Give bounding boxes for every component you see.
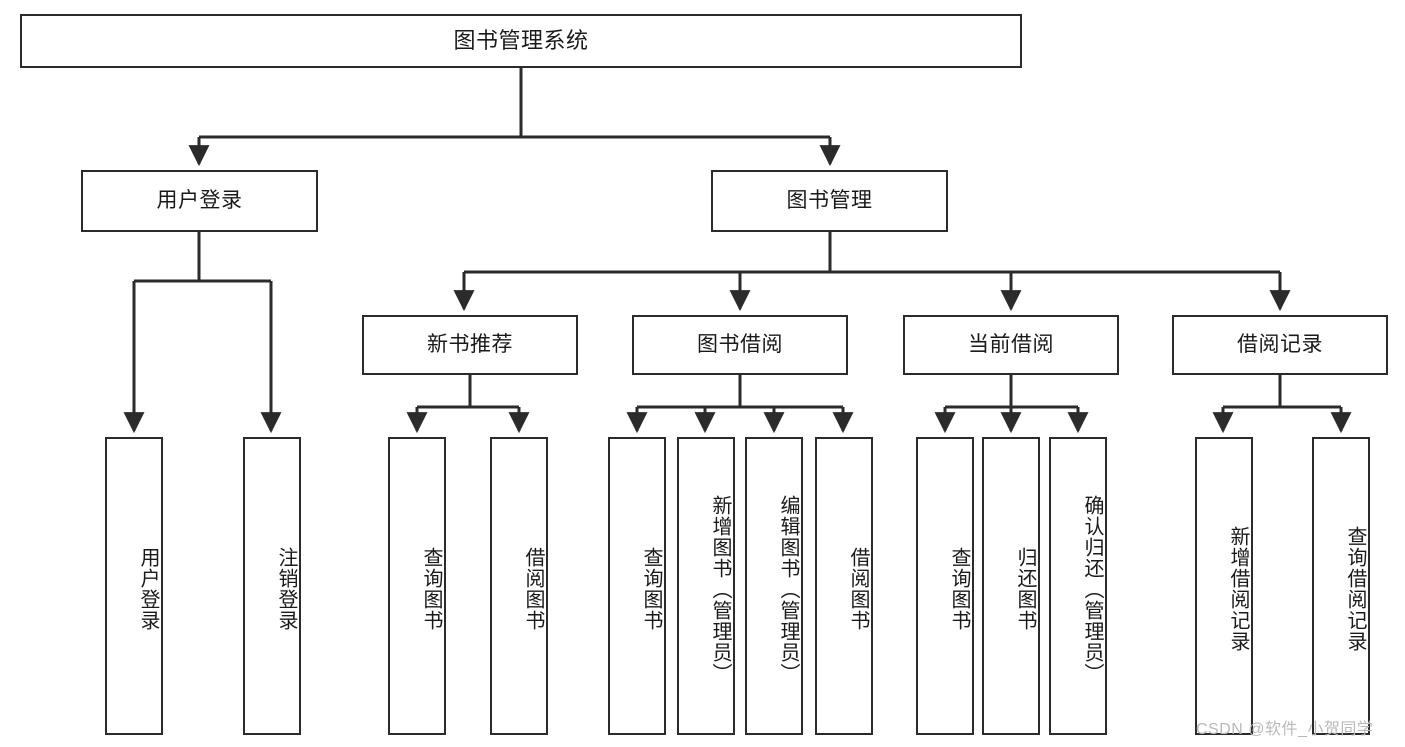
leaf-borrow-book-2[interactable]: 借阅图书 [815, 437, 873, 735]
node-label: 图书借阅 [697, 333, 783, 357]
leaf-borrow-book-1[interactable]: 借阅图书 [490, 437, 548, 735]
node-book-manage[interactable]: 图书管理 [711, 170, 948, 232]
leaf-return-book[interactable]: 归还图书 [982, 437, 1040, 735]
leaf-user-login[interactable]: 用户登录 [105, 437, 163, 735]
node-label: 当前借阅 [968, 333, 1054, 357]
node-label: 用户登录 [137, 547, 159, 631]
node-user-login[interactable]: 用户登录 [81, 170, 318, 232]
leaf-add-record[interactable]: 新增借阅记录 [1195, 437, 1253, 735]
leaf-add-book[interactable]: 新增图书（管理员） [677, 437, 735, 735]
node-label: 确认归还（管理员） [1081, 494, 1103, 684]
node-label: 注销登录 [275, 547, 297, 631]
node-label: 新增借阅记录 [1227, 526, 1249, 652]
node-label: 查询图书 [640, 547, 662, 631]
node-label: 借阅图书 [847, 547, 869, 631]
node-label: 新书推荐 [427, 333, 513, 357]
node-label: 新增图书（管理员） [709, 494, 731, 684]
node-book-borrow[interactable]: 图书借阅 [632, 315, 848, 375]
node-label: 用户登录 [156, 189, 243, 213]
node-label: 查询图书 [420, 547, 442, 631]
node-label: 借阅图书 [522, 547, 544, 631]
node-label: 查询借阅记录 [1344, 526, 1366, 652]
leaf-edit-book[interactable]: 编辑图书（管理员） [745, 437, 803, 735]
leaf-query-record[interactable]: 查询借阅记录 [1312, 437, 1370, 735]
leaf-query-book-1[interactable]: 查询图书 [388, 437, 446, 735]
leaf-query-book-3[interactable]: 查询图书 [916, 437, 974, 735]
node-current-borrow[interactable]: 当前借阅 [903, 315, 1119, 375]
leaf-confirm-return[interactable]: 确认归还（管理员） [1049, 437, 1107, 735]
node-label: 查询图书 [948, 547, 970, 631]
node-label: 借阅记录 [1237, 333, 1323, 357]
node-label: 归还图书 [1014, 547, 1036, 631]
csdn-watermark: CSDN @软件_小贺同学 [1196, 721, 1374, 738]
node-new-book-recommend[interactable]: 新书推荐 [362, 315, 578, 375]
leaf-user-logout[interactable]: 注销登录 [243, 437, 301, 735]
leaf-query-book-2[interactable]: 查询图书 [608, 437, 666, 735]
node-label: 图书管理 [786, 189, 873, 213]
node-label: 图书管理系统 [453, 27, 589, 53]
node-root-book-management-system[interactable]: 图书管理系统 [20, 14, 1022, 68]
node-label: 编辑图书（管理员） [777, 494, 799, 684]
node-borrow-record[interactable]: 借阅记录 [1172, 315, 1388, 375]
